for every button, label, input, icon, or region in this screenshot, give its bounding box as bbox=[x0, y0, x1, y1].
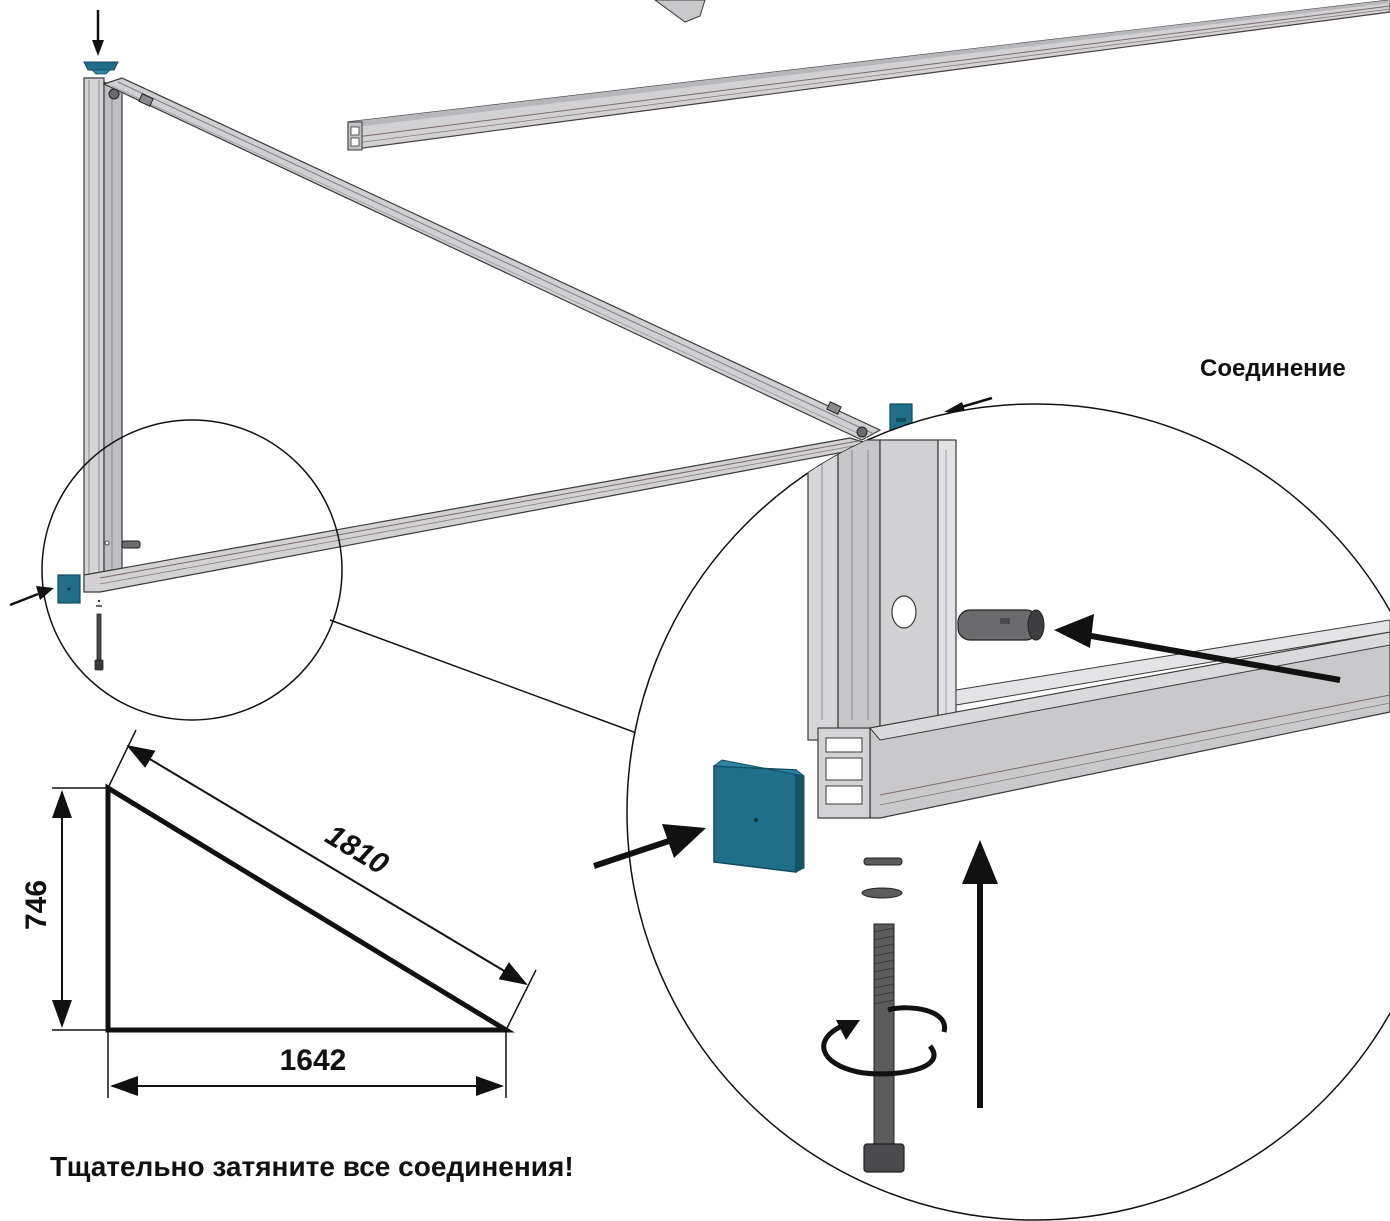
end-cap-icon bbox=[83, 61, 119, 75]
tighten-note: Тщательно затяните все соединения! bbox=[50, 1151, 574, 1182]
connection-label: Соединение bbox=[1200, 355, 1346, 382]
arrow-icon bbox=[92, 10, 104, 56]
dimension-drawing bbox=[52, 729, 537, 1098]
end-cap-icon bbox=[57, 574, 81, 604]
detail-circle-small bbox=[41, 419, 343, 721]
bolt-icon bbox=[861, 857, 905, 1173]
arrow-icon bbox=[593, 824, 706, 869]
bolt-icon bbox=[94, 600, 104, 671]
dimension-base-label: 1642 bbox=[280, 1044, 347, 1077]
detail-connector-line bbox=[329, 619, 651, 739]
arrow-icon bbox=[962, 840, 998, 1108]
arrow-icon bbox=[1054, 614, 1341, 683]
detail-view-enlarged bbox=[626, 403, 1390, 1221]
triangle-frame bbox=[83, 77, 882, 593]
rotate-icon bbox=[821, 1005, 947, 1077]
top-rail-profile bbox=[347, 0, 1390, 151]
dimension-hypotenuse-label: 1810 bbox=[320, 819, 394, 882]
dimension-height-label: 746 bbox=[20, 880, 53, 930]
end-cap-icon bbox=[712, 759, 805, 873]
partial-part-top bbox=[654, 0, 706, 23]
arrow-icon bbox=[9, 586, 54, 607]
